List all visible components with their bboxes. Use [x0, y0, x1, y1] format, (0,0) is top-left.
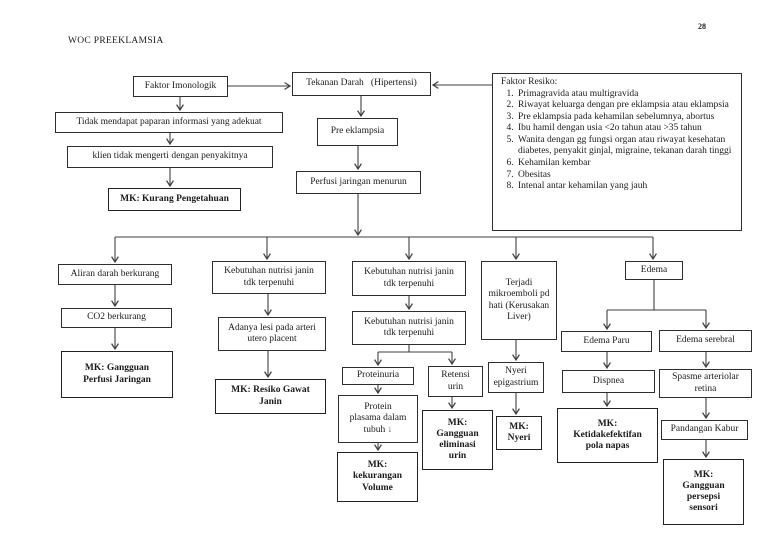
node-mk-kekurangan-volume: MK: kekurangan Volume [337, 452, 418, 502]
node-protein-plasma-turun: Protein plasama dalam tubuh ↓ [338, 395, 418, 443]
node-mk-ketidakefektifan-pola-napas: MK: Ketidakefektifan pola napas [557, 408, 658, 463]
risk-factor-item: Obesitas [516, 170, 735, 182]
risk-factor-item: Riwayat keluarga dengan pre eklampsia at… [516, 100, 735, 112]
node-aliran-darah-berkurang: Aliran darah berkurang [58, 264, 172, 285]
node-mk-gangguan-persepsi-sensori: MK: Gangguan persepsi sensori [663, 459, 744, 525]
node-kebutuhan-nutrisi-janin-2: Kebutuhan nutrisi janin tdk terpenuhi [352, 261, 466, 296]
risk-factor-item: Primagravida atau multigravida [516, 89, 735, 101]
connector-arrows [111, 81, 710, 459]
risk-factor-item: Intenal antar kehamilan yang jauh [516, 181, 735, 193]
node-mk-gangguan-eliminasi-urin: MK: Gangguan eliminasi urin [422, 410, 493, 470]
page-title: WOC PREEKLAMSIA [68, 36, 164, 46]
node-mk-gangguan-perfusi-jaringan: MK: Gangguan Perfusi Jaringan [61, 351, 173, 398]
node-edema-serebral: Edema serebral [659, 330, 752, 352]
node-klien-tidak-mengerti: klien tidak mengerti dengan penyakitnya [67, 146, 273, 168]
node-perfusi-jaringan-menurun: Perfusi jaringan menurun [296, 171, 421, 194]
node-tekanan-darah: Tekanan Darah (Hipertensi) [292, 72, 431, 96]
node-spasme-arteriolar-retina: Spasme arteriolar retina [659, 369, 752, 398]
node-tidak-mendapat-informasi: Tidak mendapat paparan informasi yang ad… [55, 112, 283, 133]
node-terjadi-mikroemboli: Terjadi mikroemboli pd hati (Kerusakan L… [481, 261, 557, 340]
risk-factor-item: Ibu hamil dengan usia <2o tahun atau >35… [516, 123, 735, 135]
risk-factor-item: Kehamilan kembar [516, 158, 735, 170]
node-edema-paru: Edema Paru [561, 331, 652, 352]
protein-plasma-label: Protein plasama dalam tubuh [349, 402, 407, 435]
node-mk-resiko-gawat-janin: MK: Resiko Gawat Janin [215, 379, 326, 414]
node-nyeri-epigastrium: Nyeri epigastrium [488, 362, 544, 393]
node-co2-berkurang: CO2 berkurang [61, 308, 172, 328]
risk-factors-list: Primagravida atau multigravida Riwayat k… [499, 89, 735, 193]
node-kebutuhan-nutrisi-janin-1: Kebutuhan nutrisi janin tdk terpenuhi [212, 261, 326, 294]
risk-factor-item: Pre eklampsia pada kehamilan sebelumnya,… [516, 112, 735, 124]
node-kebutuhan-nutrisi-janin-3: Kebutuhan nutrisi janin tdk terpenuhi [352, 311, 466, 345]
node-edema: Edema [625, 261, 683, 280]
risk-factor-item: Wanita dengan gg fungsi organ atau riway… [516, 135, 735, 158]
node-mk-nyeri: MK: Nyeri [496, 416, 542, 450]
node-pandangan-kabur: Pandangan Kabur [661, 420, 748, 440]
node-faktor-imonologik: Faktor Imonologik [133, 76, 228, 97]
risk-factors-title: Faktor Resiko: [501, 77, 558, 87]
node-adanya-lesi-arteri: Adanya lesi pada arteri utero placent [218, 317, 326, 351]
node-pre-eklampsia: Pre eklampsia [317, 118, 398, 146]
node-dispnea: Dispnea [562, 370, 655, 393]
risk-factors-box: Faktor Resiko: Primagravida atau multigr… [492, 73, 742, 231]
node-retensi-urin: Retensi urin [428, 366, 483, 397]
down-arrow-icon: ↓ [387, 424, 393, 435]
node-proteinuria: Proteinuria [342, 367, 414, 385]
node-mk-kurang-pengetahuan: MK: Kurang Pengetahuan [108, 188, 241, 211]
page-number: 28 [698, 22, 706, 31]
